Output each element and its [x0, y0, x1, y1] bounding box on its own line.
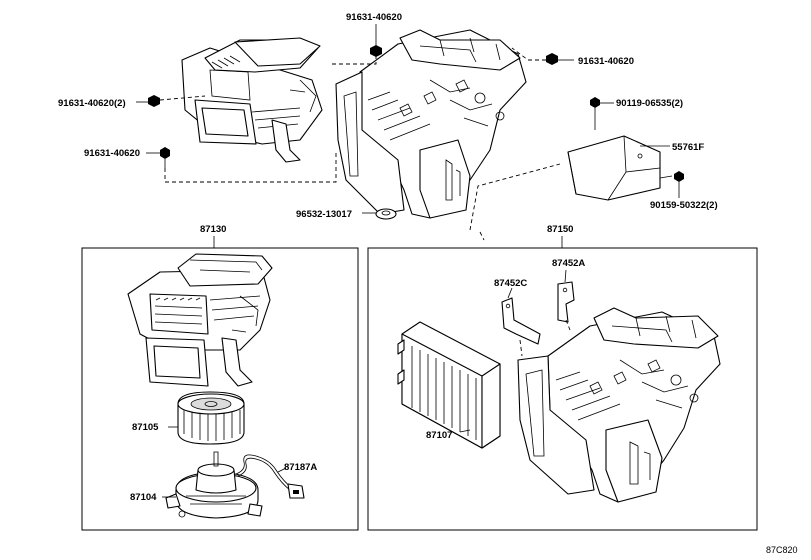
assembly-dashed-line [330, 55, 377, 65]
label-bolt-top-center: 91631-40620 [346, 12, 402, 23]
label-screw-right-lower: 90159-50322(2) [650, 200, 718, 211]
upper-blower-housing [181, 37, 323, 163]
wire-harness [235, 454, 305, 499]
label-blower-assy: 87130 [200, 224, 226, 235]
assembly-dashed-line [479, 231, 485, 241]
screw-icon [590, 97, 600, 130]
label-fan-wheel: 87105 [132, 422, 159, 433]
fan-wheel [177, 391, 245, 445]
bolt-icon [148, 95, 160, 107]
label-bolt-top-right: 91631-40620 [578, 56, 634, 67]
label-heater-unit-assy: 87150 [547, 224, 573, 235]
label-grommet: 96532-13017 [296, 209, 352, 220]
assembly-dashed-line [469, 163, 561, 231]
label-bracket-c: 87452C [494, 278, 527, 289]
bolt-icon [160, 147, 170, 168]
screw-icon [659, 171, 684, 182]
bolt-icon [370, 36, 382, 57]
bolt-icon [546, 53, 574, 65]
assembly-dashed-line [519, 339, 523, 357]
blower-motor [165, 451, 263, 519]
label-screw-right-upper: 90119-06535(2) [616, 98, 683, 109]
bracket-87452a [557, 281, 575, 323]
bracket-87452c [501, 297, 541, 345]
assembly-dashed-line [565, 319, 571, 331]
assembly-dashed-line [164, 150, 337, 183]
heater-unit-assy-box [367, 247, 758, 531]
heater-core [397, 321, 501, 449]
label-resistor-harness: 87187A [284, 462, 317, 473]
upper-heater-unit [335, 29, 527, 219]
label-bolt-left-upper: 91631-40620(2) [58, 98, 126, 109]
lower-heater-unit [517, 307, 721, 503]
grommet [375, 208, 397, 220]
blower-assy-box [81, 247, 359, 531]
label-heater-core: 87107 [426, 430, 452, 441]
label-motor: 87104 [130, 492, 157, 503]
diagram-code: 87C820 [766, 545, 798, 555]
assembly-dashed-line [159, 95, 206, 101]
label-bracket-a: 87452A [552, 258, 585, 269]
blower-housing [127, 253, 273, 387]
heater-bracket-55761f [567, 135, 661, 201]
assembly-dashed-line [511, 47, 546, 61]
label-bracket-right: 55761F [672, 142, 704, 153]
label-bolt-left-lower: 91631-40620 [84, 148, 140, 159]
